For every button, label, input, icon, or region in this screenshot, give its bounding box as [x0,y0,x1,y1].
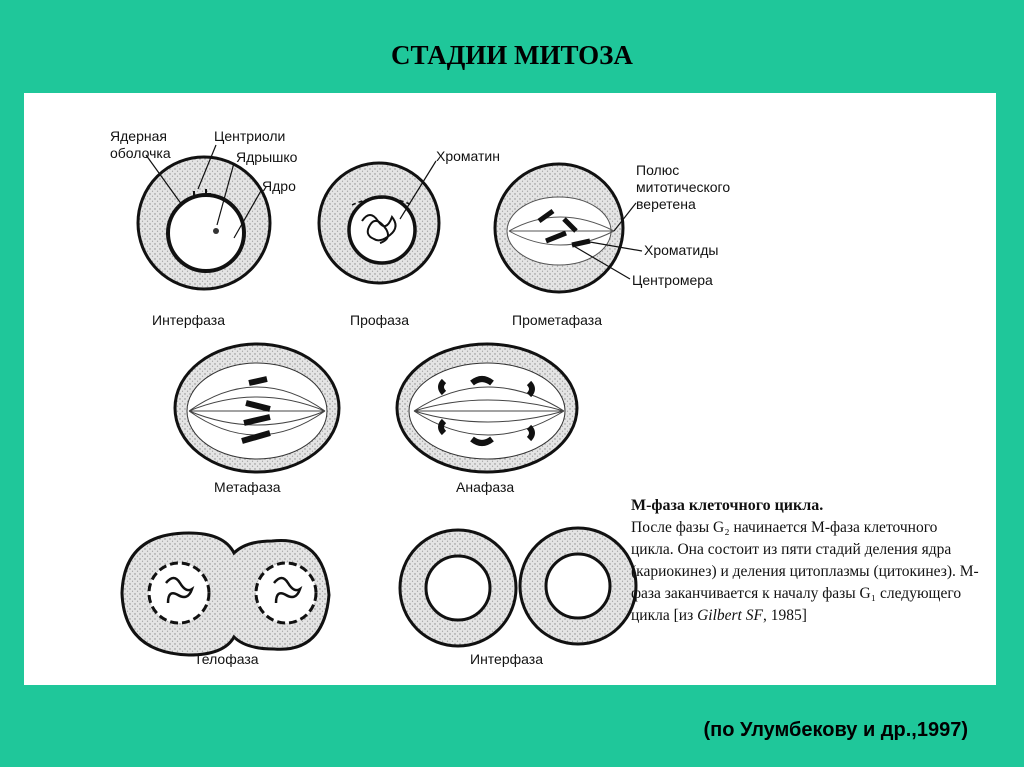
label-nuclear-envelope-1: Ядерная [110,128,167,144]
label-spindle-pole-1: Полюс [636,162,679,178]
citation-author: Gilbert SF [697,607,763,624]
chromatids-mark [537,208,591,248]
caption-prophase: Профаза [350,312,409,328]
label-spindle-pole-3: веретена [636,196,696,212]
caption-telophase: Телофаза [194,651,259,667]
prophase-cell [317,160,441,285]
m-phase-description: М-фаза клеточного цикла. После фазы G₂ н… [631,495,983,627]
caption-anaphase: Анафаза [456,479,514,495]
description-heading: М-фаза клеточного цикла. [631,497,824,514]
label-nucleus: Ядро [262,178,296,194]
caption-interphase-2: Интерфаза [470,651,543,667]
metaphase-cell [173,342,341,474]
label-nuclear-envelope-2: оболочка [110,145,171,161]
centrioles-mark [193,189,211,197]
daughter-cells [398,526,638,648]
anaphase-chromosomes [438,376,535,446]
caption-metaphase: Метафаза [214,479,281,495]
label-chromatin: Хроматин [436,148,500,164]
interphase-nucleus [166,193,246,273]
label-chromatids: Хроматиды [644,242,718,258]
label-spindle-pole-2: митотического [636,179,730,195]
interphase-cell [136,144,272,291]
prometaphase-cell [493,162,643,294]
caption-interphase: Интерфаза [152,312,225,328]
figure-panel: Ядерная оболочка Центриоли Ядрышко Ядро … [24,93,996,685]
mitosis-diagram: Ядерная оболочка Центриоли Ядрышко Ядро … [110,128,730,667]
label-centrioles: Центриоли [214,128,285,144]
description-citation: Gilbert SF, 1985] [697,607,807,624]
description-body: После фазы G₂ начинается М-фаза клеточно… [631,519,979,624]
label-centromere: Центромера [632,272,713,288]
anaphase-cell [395,342,579,474]
nucleolus-mark [213,228,219,234]
citation-year: , 1985] [762,607,807,624]
chromatin-mark [361,214,397,244]
telophase-cell [120,531,331,657]
source-credit: (по Улумбекову и др.,1997) [703,719,968,741]
caption-prometaphase: Прометафаза [512,312,602,328]
slide-title: СТАДИИ МИТОЗА [391,40,633,70]
label-nucleolus: Ядрышко [236,149,298,165]
metaphase-chromosomes [241,376,271,444]
